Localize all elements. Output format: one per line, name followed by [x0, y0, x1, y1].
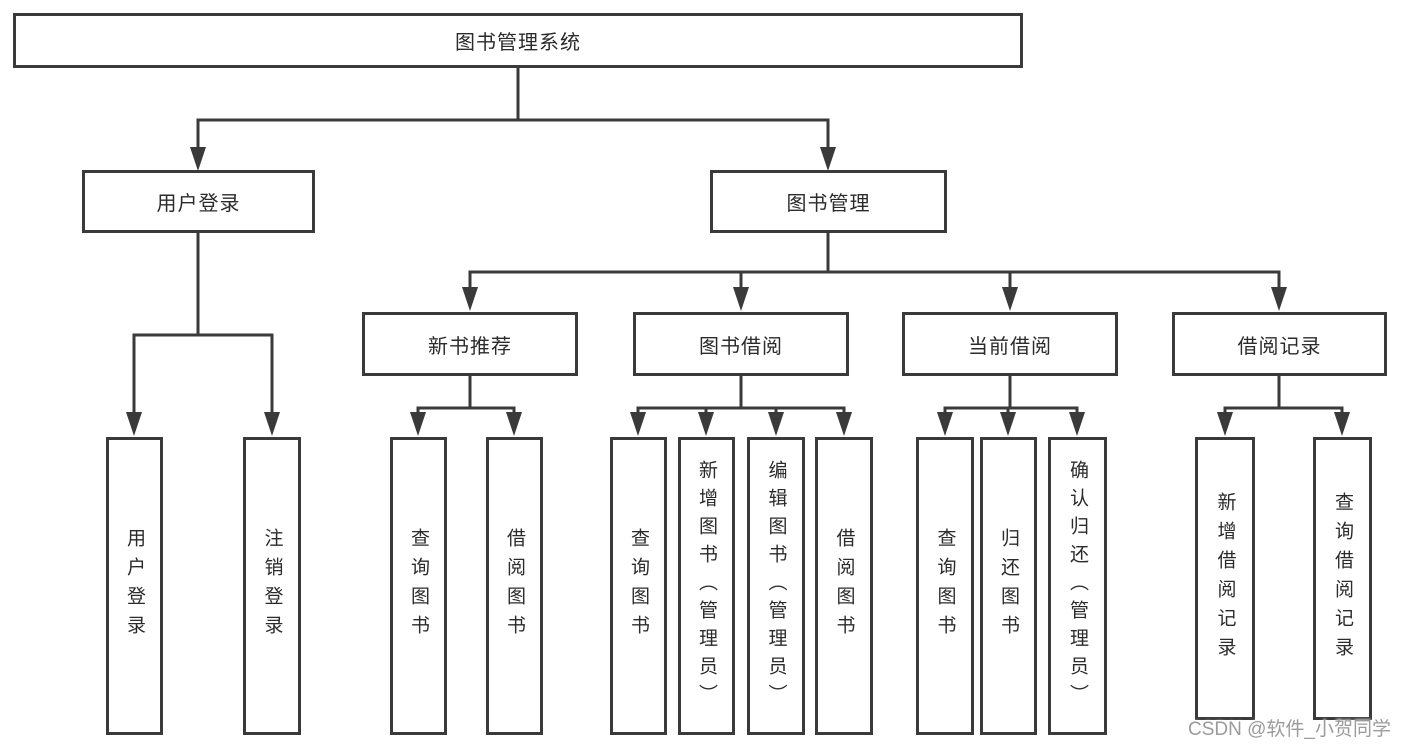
- arrow-down-icon: [506, 412, 522, 436]
- leaf-search-books: 查询图书: [916, 437, 974, 735]
- arrow-down-icon: [410, 412, 426, 436]
- node-book-borrowing: 图书借阅: [633, 312, 849, 376]
- arrow-down-icon: [768, 412, 784, 436]
- leaf-edit-book-admin: 编辑图书（管理员）: [747, 437, 805, 735]
- node-library-management-system: 图书管理系统: [13, 13, 1023, 68]
- leaf-add-book-admin: 新增图书（管理员）: [678, 437, 735, 735]
- connector-line: [132, 68, 1344, 414]
- leaf-return-books: 归还图书: [980, 437, 1037, 735]
- leaf-user-login: 用户登录: [106, 437, 163, 735]
- arrow-down-icon: [1000, 412, 1016, 436]
- leaf-add-borrow-record: 新增借阅记录: [1195, 437, 1255, 720]
- arrow-down-icon: [937, 412, 953, 436]
- arrow-down-icon: [698, 412, 714, 436]
- arrow-down-icon: [126, 412, 142, 436]
- arrow-down-icon: [836, 412, 852, 436]
- node-book-management: 图书管理: [710, 170, 947, 233]
- arrow-down-icon: [630, 412, 646, 436]
- arrow-down-icon: [1217, 412, 1233, 436]
- arrow-down-icon: [1334, 412, 1350, 436]
- leaf-search-borrow-record: 查询借阅记录: [1313, 437, 1372, 720]
- arrow-down-icon: [264, 412, 280, 436]
- connector-arrowheads: [126, 147, 1350, 436]
- arrow-down-icon: [190, 147, 206, 171]
- arrow-down-icon: [462, 287, 478, 311]
- leaf-borrow-books: 借阅图书: [815, 437, 873, 735]
- node-user-login: 用户登录: [82, 170, 315, 233]
- node-borrowing-records: 借阅记录: [1172, 312, 1387, 376]
- leaf-search-books: 查询图书: [390, 437, 447, 735]
- node-current-borrowing: 当前借阅: [902, 312, 1118, 376]
- leaf-search-books: 查询图书: [610, 437, 667, 735]
- arrow-down-icon: [820, 147, 836, 171]
- arrow-down-icon: [1002, 287, 1018, 311]
- leaf-borrow-books: 借阅图书: [486, 437, 543, 735]
- csdn-watermark: CSDN @软件_小贺同学: [1188, 719, 1391, 740]
- node-new-book-recommend: 新书推荐: [362, 312, 578, 376]
- leaf-confirm-return-admin: 确认归还（管理员）: [1048, 437, 1107, 735]
- leaf-logout: 注销登录: [243, 437, 301, 735]
- arrow-down-icon: [1271, 287, 1287, 311]
- arrow-down-icon: [733, 287, 749, 311]
- arrow-down-icon: [1069, 412, 1085, 436]
